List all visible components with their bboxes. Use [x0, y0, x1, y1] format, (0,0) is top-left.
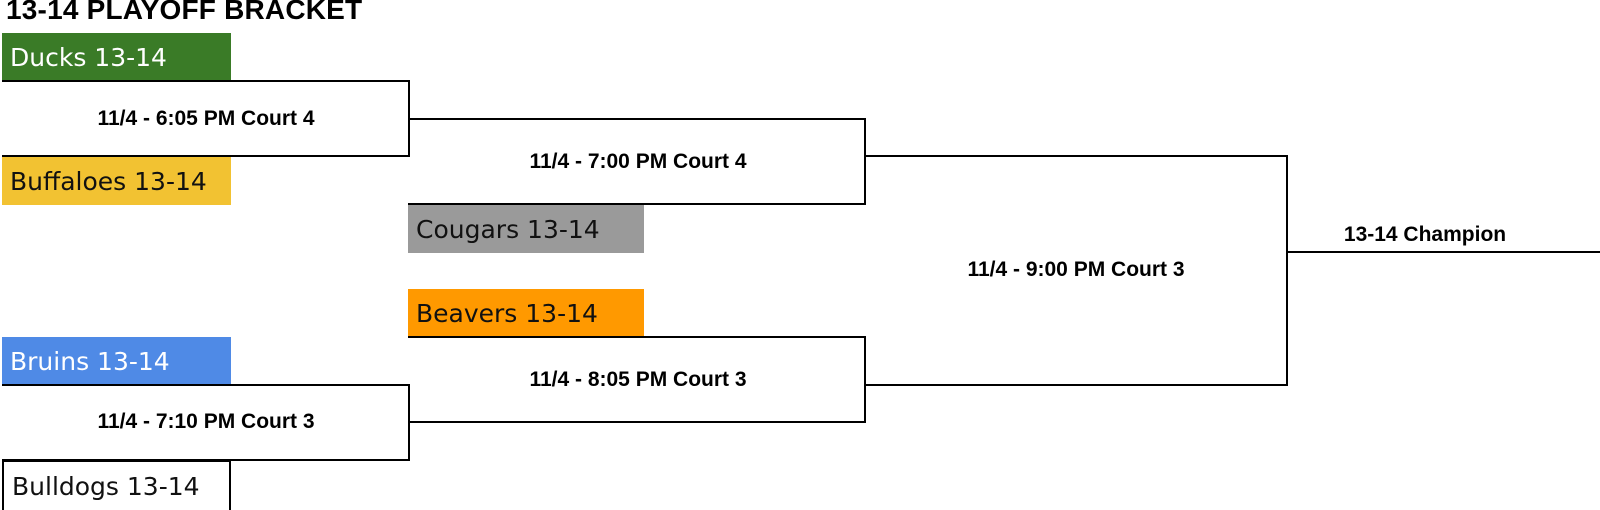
team-buffaloes: Buffaloes 13-14	[2, 157, 231, 205]
game-label-game4: 11/4 - 8:05 PM Court 3	[529, 368, 747, 391]
bracket-line	[408, 421, 866, 423]
game-label-game1: 11/4 - 6:05 PM Court 4	[97, 107, 315, 130]
bracket-line	[2, 384, 410, 386]
team-bulldogs: Bulldogs 13-14	[2, 460, 231, 510]
team-ducks: Ducks 13-14	[2, 33, 231, 81]
bracket-line	[2, 459, 410, 461]
bracket-line	[864, 336, 866, 423]
page-title: 13-14 PLAYOFF BRACKET	[6, 0, 363, 25]
bracket-line	[2, 155, 410, 157]
bracket-line	[864, 384, 1288, 386]
game-label-game3: 11/4 - 7:10 PM Court 3	[97, 410, 315, 433]
bracket-line	[408, 336, 866, 338]
bracket-line	[864, 118, 866, 205]
game-label-game5: 11/4 - 9:00 PM Court 3	[967, 258, 1185, 281]
bracket-line	[408, 118, 866, 120]
team-cougars: Cougars 13-14	[408, 205, 644, 253]
champion-label: 13-14 Champion	[1343, 223, 1507, 246]
team-beavers: Beavers 13-14	[408, 289, 644, 337]
bracket-line	[1286, 155, 1288, 386]
bracket-line	[864, 155, 1288, 157]
team-bruins: Bruins 13-14	[2, 337, 231, 385]
bracket-line	[2, 80, 410, 82]
bracket-line	[408, 203, 866, 205]
game-label-game2: 11/4 - 7:00 PM Court 4	[529, 150, 747, 173]
bracket-line	[1286, 251, 1600, 253]
